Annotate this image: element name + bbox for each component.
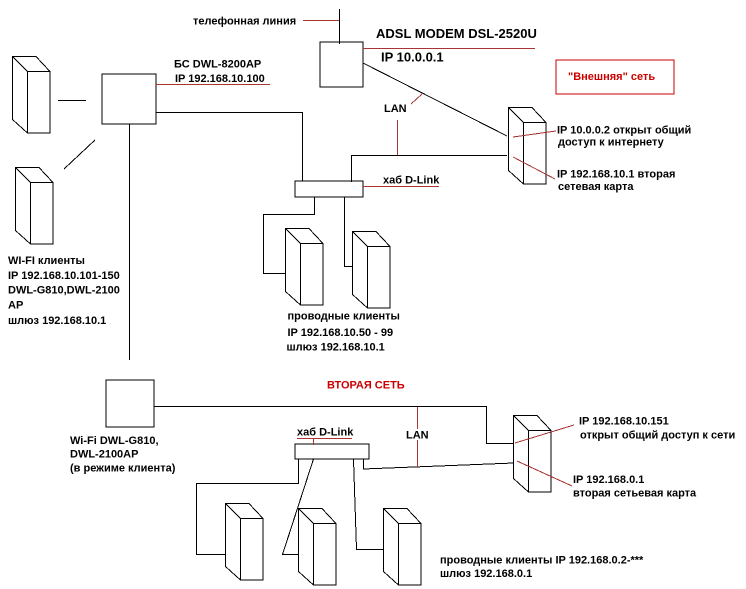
computer-wired-client-1 (285, 228, 324, 306)
hub-box-net1 (294, 180, 364, 198)
computer-net2-client-2 (298, 508, 337, 586)
wifi-clients-note-line5: шлюз 192.168.10.1 (8, 315, 106, 327)
link-hub2-server2 (363, 459, 515, 470)
pointer-lan1-modem-link (410, 93, 423, 105)
wired2-note-line1: проводные клиенты IP 192.168.0.2-*** (440, 555, 644, 567)
pointer-server1-note1 (512, 130, 557, 138)
server1-note2-line2: сетевая карта (558, 181, 634, 193)
link-modem-server1 (362, 62, 508, 137)
computer-net2-client-1 (225, 503, 264, 581)
ap1-label-line1: БС DWL-8200AP (174, 59, 261, 71)
lan2-label: LAN (406, 430, 429, 442)
computer-net2-client-3 (383, 508, 422, 586)
link-hub1-wired2 (344, 197, 352, 267)
link-hub1-wired1 (263, 197, 315, 274)
computer-wifi-client-2 (15, 167, 54, 245)
lan2-label-backdrop (402, 429, 430, 440)
wired1-note-line3: шлюз 192.168.10.1 (287, 342, 385, 354)
wifi-clients-note-line3: DWL-G810,DWL-2100 (8, 285, 120, 297)
computer-server-net1 (508, 107, 547, 185)
link-wifi2-ap1 (63, 139, 96, 170)
server2-note2-line2: вторая сетьевая карта (573, 488, 697, 500)
pointer-server1-note2 (512, 156, 556, 180)
ap2-label-line1: Wi-Fi DWL-G810, (70, 435, 159, 447)
link-ap2-server2 (154, 406, 513, 444)
external-network-frame (555, 59, 675, 95)
computer-wifi-client-1 (12, 56, 51, 134)
wired1-note-line1: проводные клиенты (288, 311, 400, 323)
phone-line-label: телефонная линия (193, 16, 296, 28)
wired1-note-line2: IP 192.168.10.50 - 99 (288, 327, 394, 339)
pointer-server2-note2 (516, 460, 573, 487)
pointer-server2-note1 (514, 424, 575, 444)
lan1-label: LAN (384, 103, 407, 115)
link-hub2-client1 (196, 459, 299, 555)
link-ap1-hub1 (156, 112, 303, 181)
link-hub1-server1 (351, 155, 507, 182)
hub2-label: хаб D-Link (297, 427, 354, 439)
link-hub2-client3 (353, 458, 383, 550)
computer-wired-client-2 (352, 231, 391, 309)
wifi-clients-note-line4: AP (8, 300, 23, 312)
ap1-label-line2: IP 192.168.10.100 (175, 73, 265, 85)
access-point-box-net1 (101, 73, 157, 125)
link-hub2-client2 (281, 458, 314, 555)
server2-note1-line1: IP 192.168.10.151 (579, 416, 669, 428)
server2-note2-line1: IP 192.168.0.1 (573, 474, 644, 486)
wifi-clients-note-line2: IP 192.168.10.101-150 (8, 270, 120, 282)
adsl-modem-box (319, 41, 364, 88)
external-network-label: "Внешняя" сеть (568, 71, 655, 83)
server2-note1-line2: открыт общий доступ к сети (580, 430, 735, 442)
ap2-label-line3: (в режиме клиента) (70, 463, 176, 475)
computer-server-net2 (513, 415, 552, 493)
network2-title: ВТОРАЯ СЕТЬ (327, 380, 405, 392)
ap2-label-line2: DWL-2100AP (70, 449, 138, 461)
hub1-label: хаб D-Link (383, 175, 440, 187)
wired2-note-line2: шлюз 192.168.0.1 (440, 568, 532, 580)
server1-note2-line1: IP 192.168.10.1 вторая (557, 169, 675, 181)
wifi-clients-note-line1: WI-FI клиенты (8, 255, 85, 267)
server1-note1-line1: IP 10.0.0.2 открыт общий (557, 125, 691, 137)
hub-box-net2 (294, 443, 370, 460)
server1-note1-line2: доступ к интернету (558, 137, 665, 149)
modem-ip: IP 10.0.0.1 (381, 50, 444, 65)
access-point-box-net2 (105, 379, 155, 428)
modem-title: ADSL MODEM DSL-2520U (376, 26, 537, 41)
pointer-hub2-label (297, 438, 352, 445)
